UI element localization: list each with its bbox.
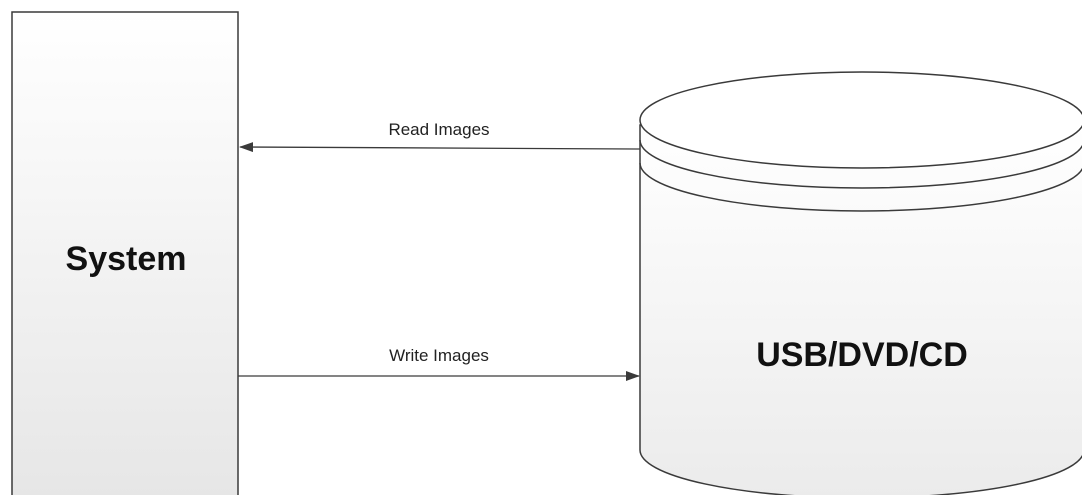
storage-cylinder-top [639,71,1082,169]
storage-cylinder-ring-2 [639,162,1082,212]
storage-cylinder-body [639,124,1082,495]
read-images-arrow [239,142,641,153]
write-images-edge: Write Images [238,346,640,381]
read-images-edge: Read Images [239,120,641,153]
storage-label: USB/DVD/CD [756,336,968,374]
system-box [11,11,239,495]
write-images-label: Write Images [389,346,489,365]
system-node: System [11,11,239,495]
storage-node: USB/DVD/CD [639,71,1082,495]
read-images-label: Read Images [388,120,489,139]
storage-cylinder-ring-1 [639,139,1082,189]
system-label: System [66,240,187,278]
